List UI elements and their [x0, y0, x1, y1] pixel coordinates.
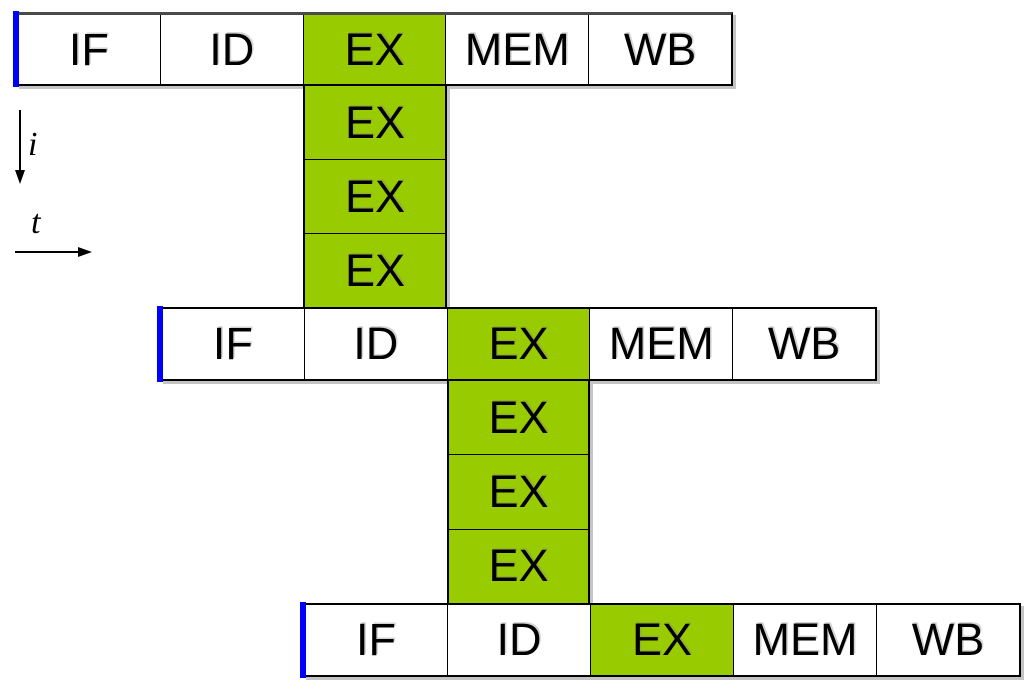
stage-cell-if: IF [162, 309, 304, 379]
stage-cell-id: ID [303, 309, 447, 379]
stage-cell-mem: MEM [589, 309, 733, 379]
down-arrow-icon [15, 110, 25, 184]
stage-cell-mem: MEM [445, 15, 589, 84]
stage-cell-ex: EX [446, 309, 590, 379]
stage-cell-if: IF [18, 15, 160, 84]
stage-cell-if: IF [305, 605, 447, 675]
ex-extra-cycle-cell: EX [305, 233, 445, 307]
stage-cell-ex: EX [302, 15, 446, 84]
stage-cell-id: ID [159, 15, 303, 84]
time-axis-label: t [31, 204, 41, 241]
issue-marker [300, 602, 306, 678]
stage-cell-wb: WB [876, 605, 1019, 675]
stage-cell-mem: MEM [733, 605, 876, 675]
stage-cell-wb: WB [588, 15, 731, 84]
instruction-axis-label: i [28, 126, 38, 163]
ex-extra-cycle-cell: EX [305, 159, 445, 233]
ex-extra-cycle-cell: EX [449, 528, 588, 603]
right-arrow-icon [15, 247, 92, 257]
stage-cell-wb: WB [732, 309, 875, 379]
ex-extra-cycle-cell: EX [488, 391, 549, 443]
stage-cell-ex: EX [590, 605, 733, 675]
ex-extra-cycle-cell: EX [449, 454, 588, 528]
ex-extra-cycle-cell: EX [344, 96, 406, 148]
issue-marker [157, 306, 163, 382]
issue-marker [13, 11, 19, 87]
stage-cell-id: ID [447, 605, 590, 675]
